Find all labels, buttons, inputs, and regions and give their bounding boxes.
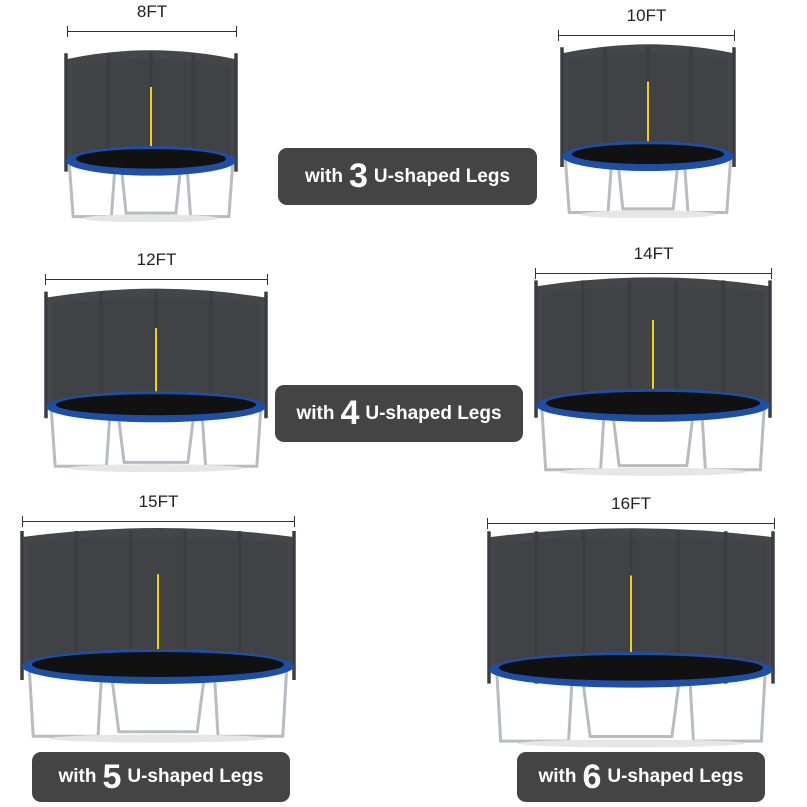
badge-number: 4 [340,394,360,432]
trampoline-16ft [485,518,777,748]
badge-number: 5 [102,757,122,796]
trampoline-14ft [532,268,774,476]
badge-text: U-shaped Legs [373,165,511,187]
trampoline-drawing [64,50,238,222]
badge-with: with [538,766,577,787]
jump-mat [546,391,760,415]
trampoline-10ft [558,36,738,218]
trampoline-drawing [20,528,296,743]
trampoline-15ft [18,518,298,743]
badge-number: 6 [582,757,602,796]
jump-mat [572,144,724,165]
badge-with: with [58,766,97,787]
dimension-16ft: 16FT [487,494,775,529]
dimension-12ft: 12FT [45,250,268,285]
jump-mat [499,655,763,681]
size-label: 8FT [136,2,168,21]
size-label: 14FT [633,244,674,263]
trampoline-8ft [62,42,240,222]
trampoline-drawing [560,44,736,218]
trampoline-drawing [534,277,772,476]
size-label: 10FT [626,6,667,25]
dimension-8ft: 8FT [67,2,237,37]
badge-with: with [304,165,343,187]
trampoline-12ft [42,280,270,472]
dimension-15ft: 15FT [22,492,295,527]
badge-text: U-shaped Legs [127,766,264,787]
badge-number: 3 [348,157,368,195]
jump-mat [56,394,256,416]
dimension-10ft: 10FT [558,6,735,41]
size-label: 16FT [611,494,651,513]
dimension-14ft: 14FT [535,244,772,279]
badge-text: U-shaped Legs [607,766,744,787]
trampoline-drawing [44,288,268,472]
trampoline-drawing [487,528,775,748]
size-label: 15FT [138,492,179,511]
size-label: 12FT [136,250,177,269]
u-legs [495,669,767,743]
jump-mat [76,149,226,169]
badge-text: U-shaped Legs [365,402,502,424]
badge-with: with [296,402,335,424]
jump-mat [32,652,284,677]
u-legs [27,666,289,738]
